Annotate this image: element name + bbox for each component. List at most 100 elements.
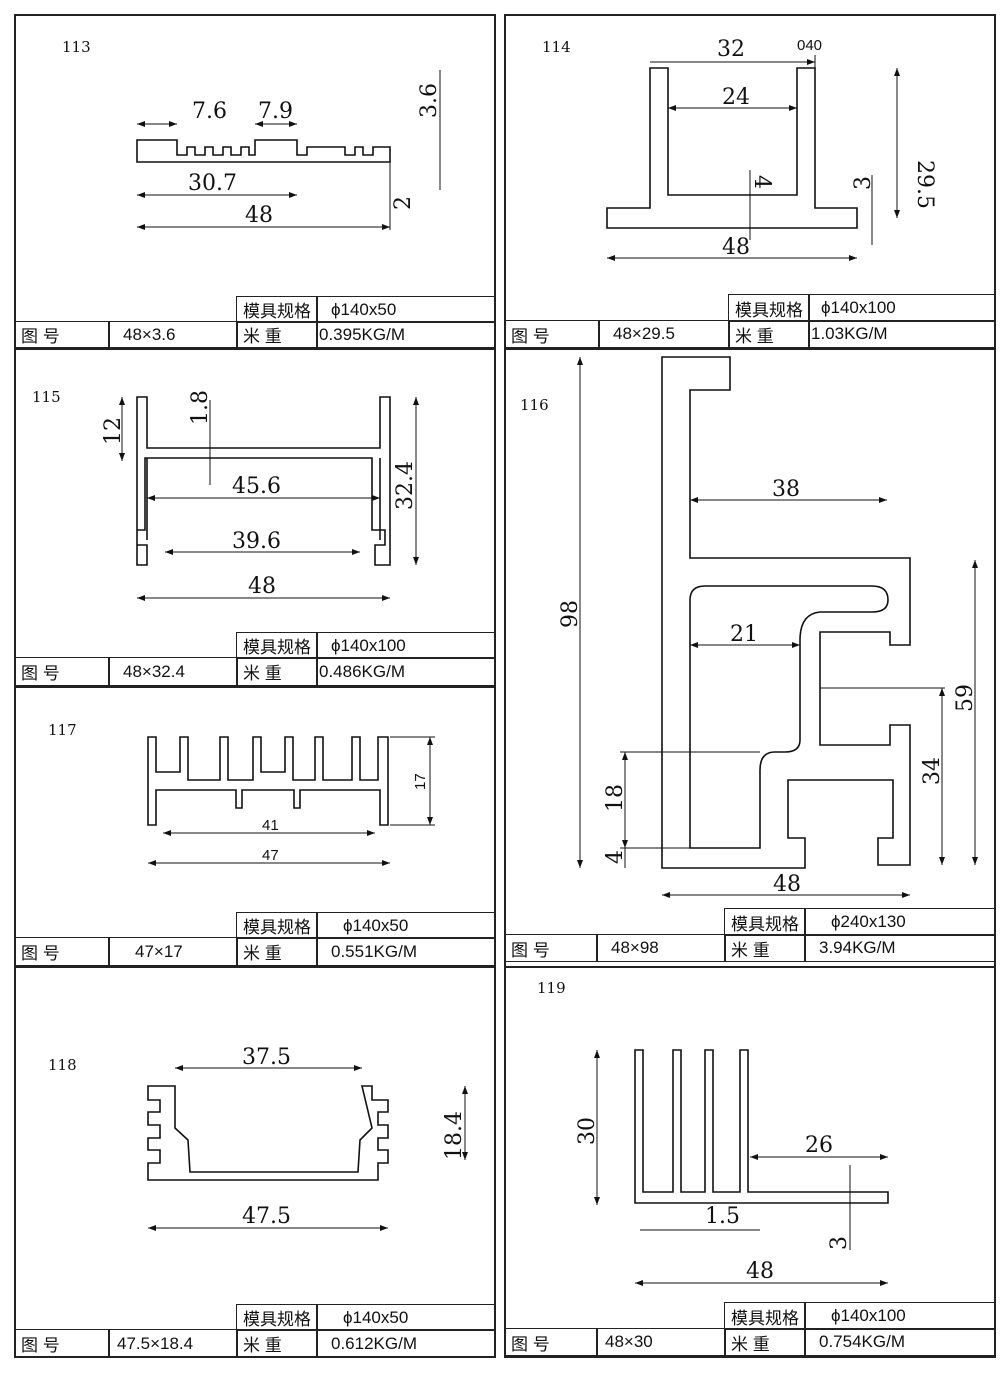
dim-label: 4 bbox=[749, 175, 774, 189]
size-value: 48×30 bbox=[596, 1328, 726, 1356]
dim-label: 32.4 bbox=[393, 461, 418, 510]
dim-label: 38 bbox=[772, 477, 800, 502]
dim-label: 18.4 bbox=[442, 1111, 467, 1160]
dim-label: 32 bbox=[717, 37, 745, 62]
drawing-no-label: 图 号 bbox=[504, 1328, 598, 1356]
size-value: 48×32.4 bbox=[108, 657, 238, 686]
drawing-116: 116 38 98 21 59 34 18 4 48 bbox=[520, 356, 978, 898]
dim-label: 2 bbox=[391, 196, 416, 210]
weight-value: 0.551KG/M bbox=[316, 937, 496, 966]
drawing-no-label: 图 号 bbox=[504, 934, 598, 962]
item-number: 115 bbox=[32, 388, 61, 406]
drawing-no-label: 图 号 bbox=[14, 937, 110, 966]
dim-label: 4 bbox=[603, 850, 628, 864]
size-value: 48×98 bbox=[596, 934, 726, 962]
dim-label: 48 bbox=[773, 872, 801, 897]
drawing-119: 119 30 26 1.5 3 48 bbox=[537, 979, 889, 1286]
item-number: 116 bbox=[520, 396, 549, 414]
drawing-no-label: 图 号 bbox=[14, 321, 110, 348]
weight-value: 0.395KG/M bbox=[316, 321, 496, 348]
heatsink-outline bbox=[634, 1049, 889, 1204]
die-spec-label: 模具规格 bbox=[728, 294, 810, 322]
drawing-no-label: 图 号 bbox=[504, 320, 600, 348]
weight-value: 1.03KG/M bbox=[808, 320, 996, 348]
dim-label: 1.5 bbox=[705, 1204, 740, 1229]
die-spec-label: 模具规格 bbox=[236, 1304, 318, 1331]
drawing-no-label: 图 号 bbox=[14, 1329, 110, 1358]
size-value: 47.5×18.4 bbox=[108, 1329, 238, 1358]
die-spec-value: ϕ140x100 bbox=[316, 632, 496, 659]
weight-label: 米 重 bbox=[728, 320, 810, 348]
dim-label: 21 bbox=[730, 622, 758, 647]
profile-outline bbox=[136, 139, 391, 163]
dim-label: 3 bbox=[827, 1236, 852, 1250]
weight-value: 0.754KG/M bbox=[804, 1328, 996, 1356]
dim-label: 41 bbox=[262, 817, 279, 834]
weight-label: 米 重 bbox=[724, 1328, 806, 1356]
dim-label: 48 bbox=[722, 235, 750, 260]
weight-label: 米 重 bbox=[724, 934, 806, 962]
weight-label: 米 重 bbox=[236, 657, 318, 686]
weight-value: 0.486KG/M bbox=[316, 657, 496, 686]
die-spec-value: ϕ140x50 bbox=[316, 912, 496, 939]
die-spec-value: ϕ140x100 bbox=[808, 294, 996, 322]
dim-label: 48 bbox=[245, 203, 273, 228]
item-number: 114 bbox=[542, 38, 571, 56]
weight-label: 米 重 bbox=[236, 937, 318, 966]
profile-outline bbox=[136, 396, 391, 566]
dim-label: 3.6 bbox=[417, 83, 442, 118]
heatsink-outline bbox=[147, 736, 389, 826]
die-spec-value: ϕ240x130 bbox=[804, 908, 996, 936]
drawing-113: 113 7.6 7.9 3.6 30.7 48 2 bbox=[62, 38, 442, 230]
dim-label: 37.5 bbox=[242, 1045, 291, 1070]
dim-label: 7.9 bbox=[258, 99, 293, 124]
dim-label: 24 bbox=[722, 85, 750, 110]
drawing-114: 114 32 040 24 29.5 4 3 48 bbox=[542, 37, 937, 261]
drawing-118: 118 37.5 18.4 47.5 bbox=[48, 1045, 468, 1231]
dim-label: 7.6 bbox=[192, 99, 227, 124]
die-spec-label: 模具规格 bbox=[236, 296, 318, 323]
dim-label: 59 bbox=[953, 684, 978, 712]
item-number: 119 bbox=[537, 979, 566, 997]
die-spec-label: 模具规格 bbox=[236, 632, 318, 659]
dim-label: 12 bbox=[101, 417, 126, 445]
die-spec-value: ϕ140x100 bbox=[804, 1302, 996, 1330]
die-spec-label: 模具规格 bbox=[724, 908, 806, 936]
dim-label: 040 bbox=[797, 37, 822, 54]
item-number: 113 bbox=[62, 38, 91, 56]
dim-label: 45.6 bbox=[232, 474, 281, 499]
dim-label: 47.5 bbox=[242, 1204, 291, 1229]
dim-label: 18 bbox=[603, 784, 628, 812]
weight-value: 3.94KG/M bbox=[804, 934, 996, 962]
dim-label: 98 bbox=[558, 600, 583, 628]
weight-label: 米 重 bbox=[236, 321, 318, 348]
drawing-no-label: 图 号 bbox=[14, 657, 110, 686]
size-value: 48×29.5 bbox=[598, 320, 730, 348]
dim-label: 30.7 bbox=[188, 171, 237, 196]
dim-label: 26 bbox=[805, 1133, 833, 1158]
size-value: 47×17 bbox=[108, 937, 238, 966]
profile-outline bbox=[147, 1085, 389, 1181]
weight-value: 0.612KG/M bbox=[316, 1329, 496, 1358]
dim-label: 1.8 bbox=[188, 390, 213, 425]
dim-label: 39.6 bbox=[232, 529, 281, 554]
drawing-117: 117 17 41 47 bbox=[48, 721, 435, 866]
dim-label: 34 bbox=[920, 757, 945, 785]
item-number: 118 bbox=[48, 1056, 77, 1074]
profile-inner-face bbox=[689, 585, 889, 849]
item-number: 117 bbox=[48, 721, 77, 739]
dim-label: 30 bbox=[575, 1117, 600, 1145]
dim-label: 48 bbox=[746, 1259, 774, 1284]
panel-119 bbox=[504, 966, 996, 1358]
size-value: 48×3.6 bbox=[108, 321, 238, 348]
die-spec-value: ϕ140x50 bbox=[316, 1304, 496, 1331]
dim-label: 47 bbox=[262, 847, 279, 864]
profile-outline bbox=[661, 356, 911, 869]
die-spec-label: 模具规格 bbox=[236, 912, 318, 939]
dim-label: 17 bbox=[412, 773, 429, 790]
die-spec-value: ϕ140x50 bbox=[316, 296, 496, 323]
dim-label: 3 bbox=[851, 176, 876, 190]
dim-label: 48 bbox=[248, 574, 276, 599]
